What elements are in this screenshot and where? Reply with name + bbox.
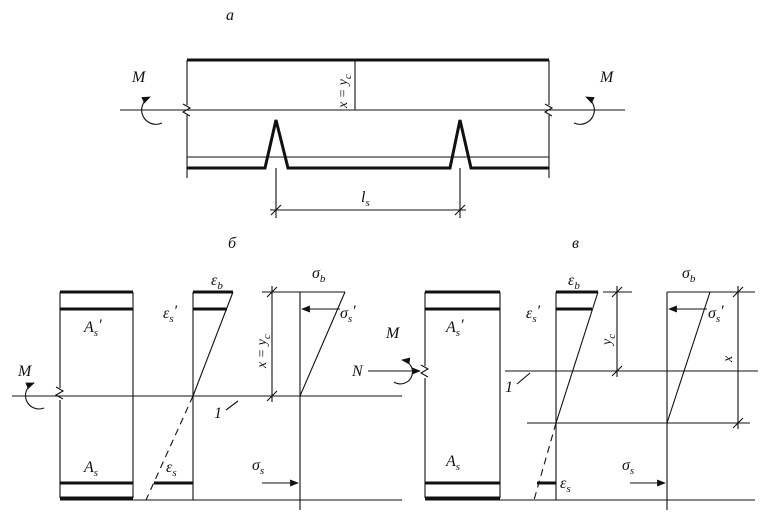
eps-b-label-v: εb	[568, 272, 580, 292]
moment-arrow-b	[25, 382, 45, 410]
depth-dim-slash-top-b	[266, 286, 278, 298]
moment-label-v: M	[385, 325, 401, 342]
as-prime-label-b: As′	[83, 317, 102, 339]
depth-dim-slash-bottom-b	[266, 390, 278, 402]
depth-label: x = yc	[336, 74, 354, 109]
strain-v-tension-dashed	[533, 422, 557, 501]
beam-break-right	[543, 103, 554, 117]
panel-label-b: б	[228, 235, 237, 252]
yc-dim-slash-top	[611, 286, 623, 298]
line-1-label-b: 1	[214, 405, 222, 422]
moment-arrow-v	[393, 357, 414, 385]
line-1-label-v: 1	[505, 379, 513, 396]
panel-b: б As′ As M εb εs′	[12, 235, 402, 510]
eps-s-label-b: εs	[166, 459, 177, 479]
as-label-v: As	[445, 453, 460, 473]
line-1-leader-v	[516, 372, 531, 385]
eps-s-label-v: εs	[560, 475, 571, 495]
crack-dim-slash-right	[454, 204, 466, 216]
eps-s-prime-label-v: εs′	[526, 303, 541, 325]
beam-bottom-with-cracks	[187, 119, 549, 170]
depth-label-b: x = yc	[255, 334, 273, 369]
x-dim-slash-bottom	[732, 417, 744, 429]
stress-v-compression-line	[666, 291, 711, 424]
moment-label-left: M	[131, 69, 147, 86]
crack-spacing-label: ls	[361, 189, 370, 209]
force-label-v: N	[351, 363, 364, 380]
panel-label-a: а	[226, 7, 234, 24]
strain-v-compression-line	[555, 291, 599, 424]
moment-arrow-left	[141, 96, 163, 125]
x-dim-slash-top	[732, 286, 744, 298]
panel-label-v: в	[572, 235, 579, 252]
section-v-break	[419, 364, 430, 378]
yc-dim-slash-bottom	[611, 365, 623, 377]
sigma-s-prime-label-v: σs′	[708, 303, 724, 325]
sigma-s-label-b: σs	[252, 457, 264, 477]
moment-label-right: M	[599, 69, 615, 86]
moment-label-b: M	[17, 363, 33, 380]
eps-b-label-b: εb	[211, 272, 223, 292]
moment-arrow-right	[573, 96, 595, 125]
sigma-s-label-v: σs	[622, 457, 634, 477]
crack-dim-slash-left	[270, 204, 282, 216]
strain-b-compression-line	[192, 291, 234, 397]
stress-b-compression-line	[299, 291, 346, 397]
sigma-s-prime-label-b: σs′	[340, 303, 356, 325]
beam-break-left	[181, 103, 192, 117]
yc-label-v: yc	[600, 334, 618, 347]
section-b-break	[54, 386, 65, 400]
line-1-leader-b	[225, 400, 239, 411]
panel-a: а x = yc ls M M	[120, 7, 625, 218]
sigma-b-label-b: σb	[312, 265, 326, 285]
panel-v: в As′ As M N εb	[351, 235, 758, 510]
sigma-b-label-v: σb	[682, 265, 696, 285]
as-label-b: As	[83, 459, 98, 479]
as-prime-label-v: As′	[445, 317, 464, 339]
x-label-v: x	[721, 355, 736, 363]
eps-s-prime-label-b: εs′	[163, 303, 178, 325]
